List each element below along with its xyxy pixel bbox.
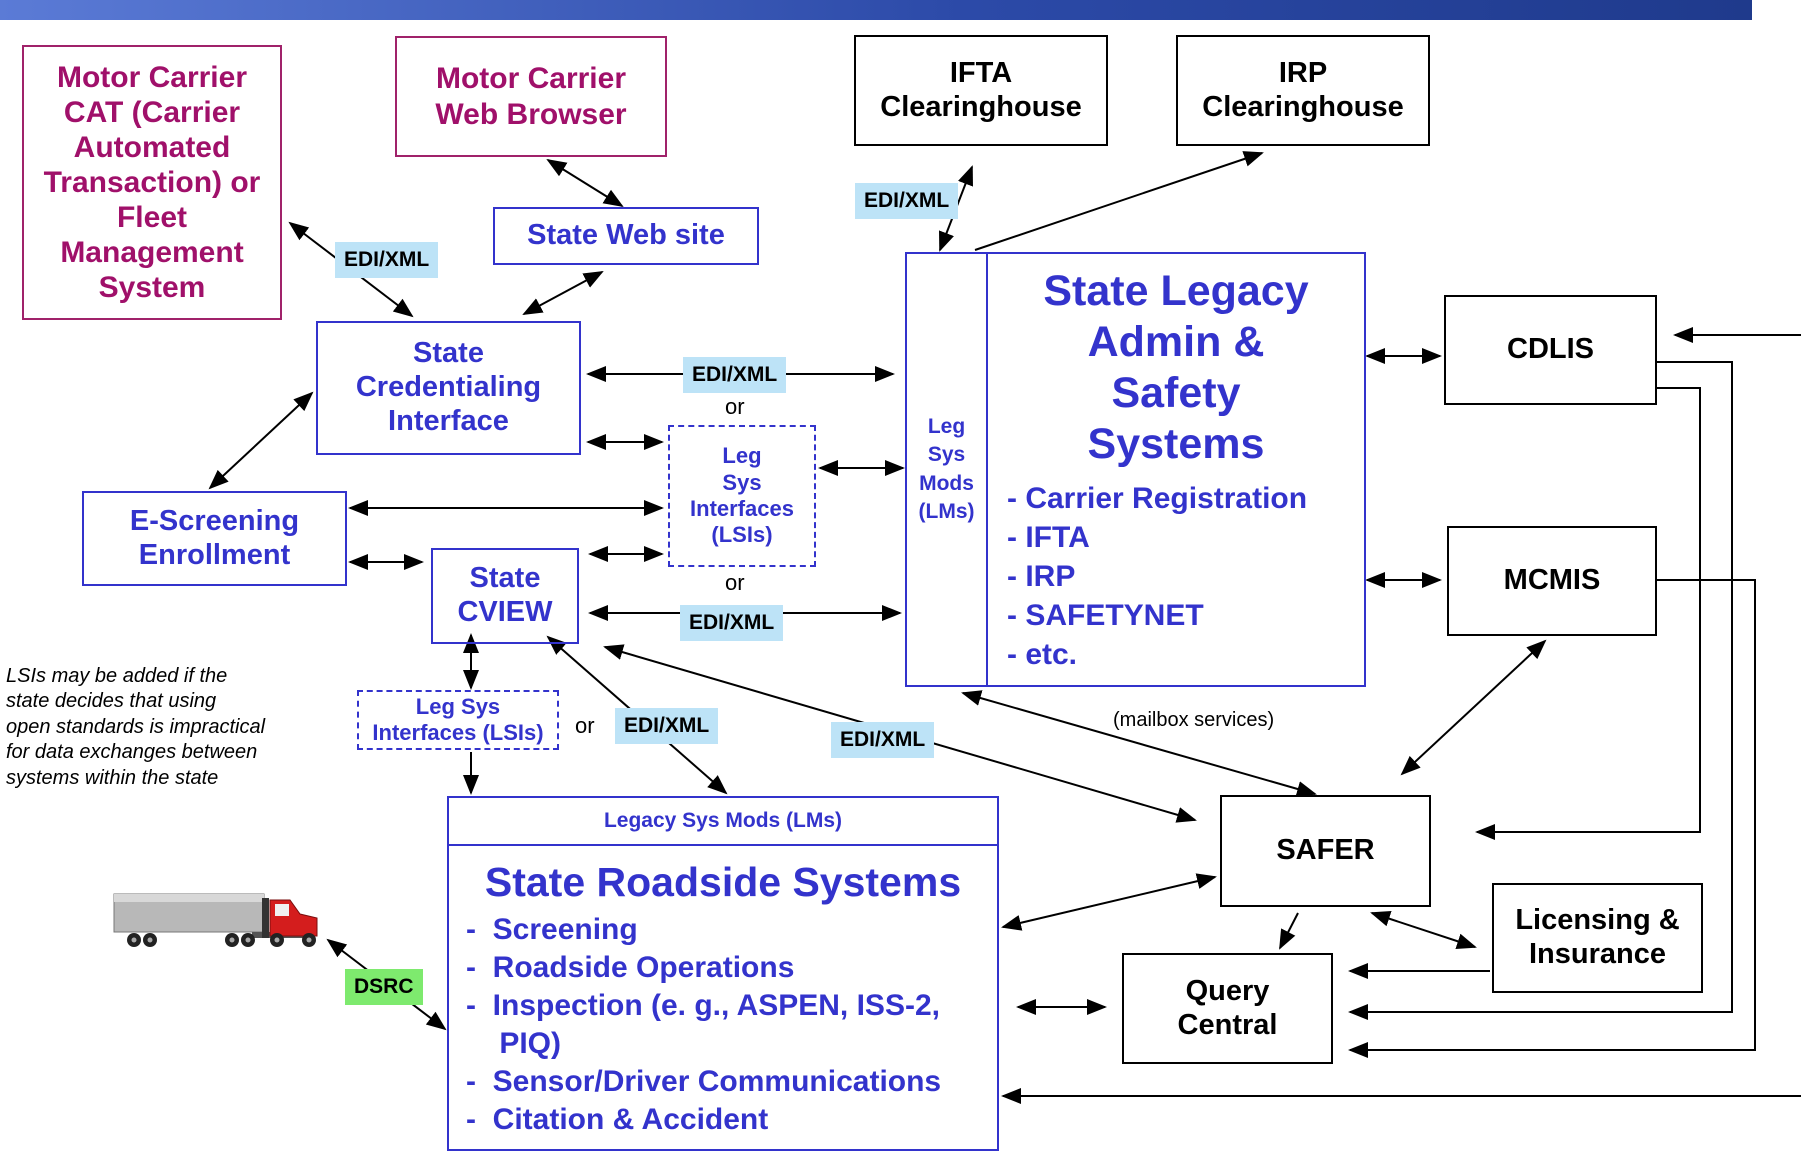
list-item: - Inspection (e. g., ASPEN, ISS-2, <box>466 988 940 1022</box>
edge-safer-licensing <box>1370 911 1477 949</box>
edi-xml-label: EDI/XML <box>335 242 439 278</box>
roadside-title: State Roadside Systems <box>484 859 962 905</box>
edge-safer-query <box>1279 912 1299 950</box>
list-item: - Sensor/Driver Communications <box>466 1064 942 1098</box>
motor-carrier-web-box: Motor Carrier Web Browser <box>395 36 667 157</box>
or-label: or <box>725 394 745 419</box>
motor-carrier-cat-box: Motor Carrier CAT (Carrier Automated Tra… <box>22 45 282 320</box>
state-legacy-title: State Legacy Admin & Safety Systems <box>1043 267 1309 469</box>
list-item: PIQ) <box>466 1026 562 1060</box>
e-screening-enrollment-box: E-Screening Enrollment <box>82 491 347 586</box>
or-label: or <box>725 570 745 595</box>
state-roadside-box: Legacy Sys Mods (LMs) State Roadside Sys… <box>447 796 999 1151</box>
title-bar <box>0 0 1752 20</box>
query-central-box: Query Central <box>1122 953 1333 1064</box>
ifta-clearinghouse-box: IFTA Clearinghouse <box>854 35 1108 146</box>
state-legacy-admin-box: State Legacy Admin & Safety Systems - Ca… <box>986 252 1366 687</box>
truck-icon <box>113 893 318 947</box>
lsi-note: LSIs may be added if the state decides t… <box>6 665 266 789</box>
roadside-systems-list: - Screening - Roadside Operations - Inspec… <box>466 911 997 1139</box>
lsi-lower-box: Leg Sys Interfaces (LSIs) <box>357 690 559 750</box>
edge-stateweb-cred <box>522 271 604 315</box>
dsrc-label: DSRC <box>345 969 423 1005</box>
state-web-site-box: State Web site <box>493 207 759 265</box>
list-item: - SAFETYNET <box>1007 598 1204 632</box>
licensing-insurance-box: Licensing & Insurance <box>1492 883 1703 993</box>
or-label: or <box>575 713 595 738</box>
legacy-systems-list: - Carrier Registration - IFTA - IRP - SAFET… <box>1007 479 1364 674</box>
edi-xml-label: EDI/XML <box>831 722 935 758</box>
edge-cred-escreen <box>208 391 314 490</box>
cdlis-box: CDLIS <box>1444 295 1657 405</box>
list-item: - etc. <box>1007 637 1078 671</box>
edge-roadside-safer <box>1001 873 1217 931</box>
list-item: - Screening <box>466 912 638 946</box>
mcmis-box: MCMIS <box>1447 526 1657 636</box>
safer-box: SAFER <box>1220 795 1431 907</box>
state-cview-box: State CVIEW <box>431 548 579 644</box>
list-item: - Citation & Accident <box>466 1102 769 1136</box>
list-item: - IRP <box>1007 559 1076 593</box>
list-item: - Carrier Registration <box>1007 481 1308 515</box>
mailbox-services-label: (mailbox services) <box>1113 709 1275 731</box>
lsi-middle-box: Leg Sys Interfaces (LSIs) <box>668 425 816 567</box>
edge-mcmis-safer <box>1400 639 1547 776</box>
edge-cdlis-query <box>1348 361 1733 1020</box>
irp-clearinghouse-box: IRP Clearinghouse <box>1176 35 1430 146</box>
edi-xml-label: EDI/XML <box>855 183 959 219</box>
edi-xml-label: EDI/XML <box>683 357 787 393</box>
edi-xml-label: EDI/XML <box>680 605 784 641</box>
edge-web-web <box>546 158 624 208</box>
edge-mcmis-query <box>1348 579 1756 1058</box>
leg-sys-mods-box: Leg Sys Mods (LMs) <box>905 252 988 687</box>
edge-irp-legacy <box>974 151 1264 251</box>
state-credentialing-box: State Credentialing Interface <box>316 321 581 455</box>
roadside-header: Legacy Sys Mods (LMs) <box>449 798 997 846</box>
list-item: - Roadside Operations <box>466 950 795 984</box>
edge-cdlis-safer <box>1475 387 1701 840</box>
list-item: - IFTA <box>1007 520 1090 554</box>
edi-xml-label: EDI/XML <box>615 708 719 744</box>
edge-legacy-safer <box>961 690 1317 797</box>
